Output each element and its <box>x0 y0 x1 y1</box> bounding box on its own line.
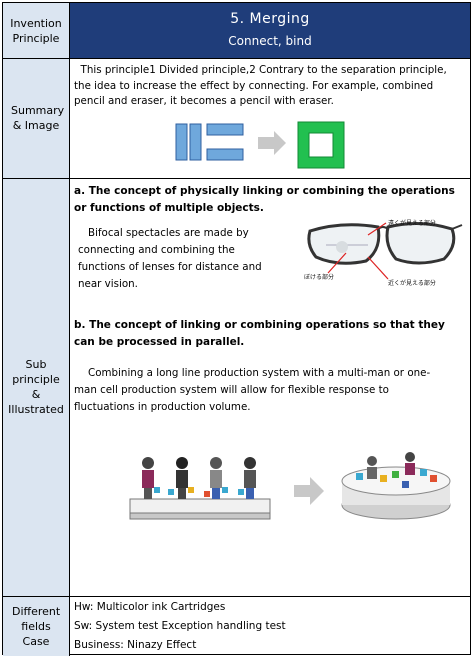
label-different-fields: Different fields Case <box>3 596 70 656</box>
merge-diagram <box>175 121 345 169</box>
worker-figure <box>142 457 160 499</box>
right-lens <box>385 221 456 265</box>
text-b: Combining a long line production system … <box>74 367 431 413</box>
bifocal-glasses-image: 遠くが見える部分 ぼける部分 近くが見える部分 <box>304 219 463 287</box>
temple <box>451 224 463 230</box>
fields-cell: Hw: Multicolor ink Cartridges Sw: System… <box>70 597 470 656</box>
label-sub-principle: Sub principle & Illustrated <box>3 178 70 596</box>
production-illustration <box>129 452 451 520</box>
bar-piece <box>175 123 188 161</box>
arrow-icon <box>294 477 324 505</box>
heading-b: b. The concept of linking or combining o… <box>74 319 445 348</box>
text-a: Bifocal spectacles are made by connectin… <box>78 227 262 290</box>
field-sw: Sw: System test Exception handling test <box>74 620 286 632</box>
blur-spot <box>336 241 348 253</box>
sub-principle-cell: a. The concept of physically linking or … <box>70 179 470 596</box>
label-text: Summary & Image <box>11 104 65 132</box>
part-box <box>356 473 363 480</box>
bar-piece <box>189 123 202 161</box>
glasses-label: 遠くが見える部分 <box>388 219 436 227</box>
label-invention-principle: Invention Principle <box>3 3 70 58</box>
worker-figure <box>238 457 256 499</box>
part-box <box>430 475 437 482</box>
field-hw: Hw: Multicolor ink Cartridges <box>74 601 226 613</box>
worker-figure <box>367 456 377 479</box>
pointer <box>367 256 389 280</box>
part-box <box>402 481 409 488</box>
part-box <box>380 475 387 482</box>
bar-piece <box>206 148 244 161</box>
line-table-edge <box>129 512 271 520</box>
row-divider <box>3 596 470 597</box>
heading-a: a. The concept of physically linking or … <box>74 185 455 214</box>
part-box <box>392 471 399 478</box>
line-table <box>129 498 271 514</box>
label-text: Invention Principle <box>10 16 62 45</box>
label-summary-image: Summary & Image <box>3 58 70 178</box>
principle-subtitle: Connect, bind <box>228 34 312 48</box>
merged-square-hole <box>308 132 334 158</box>
row-divider <box>3 178 470 179</box>
principle-title: 5. Merging <box>230 11 310 27</box>
principle-sheet: Invention Principle Summary & Image Sub … <box>2 2 471 656</box>
worker-figure <box>204 457 228 499</box>
label-text: Different fields Case <box>12 604 61 648</box>
worker-figure <box>405 452 415 475</box>
row-divider <box>3 58 470 59</box>
pointer <box>327 252 347 274</box>
summary-text: This principle1 Divided principle,2 Cont… <box>74 64 451 107</box>
worker-figure <box>168 457 194 499</box>
field-business: Business: Ninazy Effect <box>74 639 197 651</box>
glasses-label: 近くが見える部分 <box>388 279 436 287</box>
glasses-label: ぼける部分 <box>304 273 334 281</box>
label-text: Sub principle & Illustrated <box>8 358 64 416</box>
summary-cell: This principle1 Divided principle,2 Cont… <box>70 59 470 178</box>
title-block: 5. Merging Connect, bind <box>70 3 470 58</box>
pointer <box>367 222 387 236</box>
part-box <box>420 469 427 476</box>
bar-piece <box>206 123 244 136</box>
arrow-icon <box>258 131 286 155</box>
